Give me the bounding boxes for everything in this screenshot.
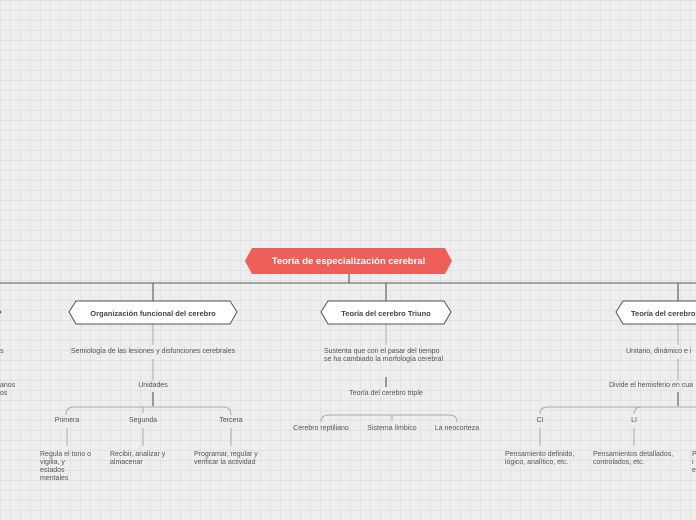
unit-primera[interactable]: Primera [54, 417, 80, 424]
left-fragment-2: anos [0, 382, 16, 389]
left-topic-shape [0, 310, 2, 314]
root-topic[interactable]: Teoría de especialización cerebral [271, 256, 426, 267]
branch2-topic[interactable]: Teoría del cerebro Triuno [341, 309, 431, 318]
branch1-topic[interactable]: Organización funcional del cerebro [90, 309, 216, 318]
desc-line: lógico, analítico, etc. [505, 459, 569, 466]
branch1-topic-shape [68, 300, 238, 325]
desc-line: e [692, 467, 696, 474]
branch3-topic-shape [615, 300, 696, 325]
branch3-mid[interactable]: Divide el hemisferio en cua [609, 382, 694, 389]
desc-line: almacenar [110, 459, 143, 466]
left-fragment-3: os [0, 390, 8, 397]
right-fragment: P i e [692, 451, 696, 475]
item-cerebro-reptiliano[interactable]: Cerebro reptiliano [293, 425, 349, 432]
desc-line: se ha cambiado la morfología cerebral [324, 356, 444, 363]
branch3-topic[interactable]: Teoría del cerebro [631, 309, 696, 318]
item-sistema-limbico[interactable]: Sistema límbico [367, 425, 417, 432]
desc-line: Recibir, analizar y [110, 451, 166, 458]
unit-tercera[interactable]: Tercera [219, 417, 243, 424]
unit-tercera-desc[interactable]: Programar, regular y verificar la activi… [194, 451, 258, 467]
desc-line: verificar la actividad [194, 459, 256, 466]
unit-segunda-desc[interactable]: Recibir, analizar y almacenar [110, 451, 165, 467]
unit-primera-desc[interactable]: Regula el tono o vigilia, y estados ment… [40, 451, 91, 483]
desc-line: controlados, etc. [593, 459, 645, 466]
desc-line: Pensamientos detallados, [593, 451, 674, 458]
left-fragment-1: s [0, 348, 4, 355]
item-ci[interactable]: CI [536, 417, 544, 424]
branch2-description[interactable]: Sustenta que con el pasar del tiempo se … [324, 348, 443, 364]
item-li[interactable]: LI [631, 417, 637, 424]
desc-line: Sustenta que con el pasar del tiempo [324, 348, 440, 355]
branch3-description[interactable]: Unitario, dinámico e i [626, 348, 692, 355]
desc-line: P [692, 451, 696, 458]
branch1-units[interactable]: Unidades [138, 382, 168, 389]
desc-line: i [692, 459, 694, 466]
branch1-description[interactable]: Semiología de las lesiones y disfuncione… [70, 348, 236, 355]
desc-line: estados [40, 467, 65, 474]
desc-line: Regula el tono o [40, 451, 91, 458]
unit-segunda[interactable]: Segunda [128, 417, 158, 424]
desc-line: Pensamiento definido, [505, 451, 575, 458]
item-neocorteza[interactable]: La neocorteza [434, 425, 480, 432]
desc-line: Programar, regular y [194, 451, 258, 458]
root-topic-shape [245, 248, 452, 274]
desc-line: vigilia, y [40, 459, 65, 466]
item-ci-desc[interactable]: Pensamiento definido, lógico, analítico,… [505, 451, 574, 467]
branch2-topic-shape [320, 300, 452, 325]
branch2-mid[interactable]: Teoría del cerebro triple [349, 390, 423, 397]
desc-line: mentales [40, 475, 69, 482]
item-li-desc[interactable]: Pensamientos detallados, controlados, et… [593, 451, 673, 467]
